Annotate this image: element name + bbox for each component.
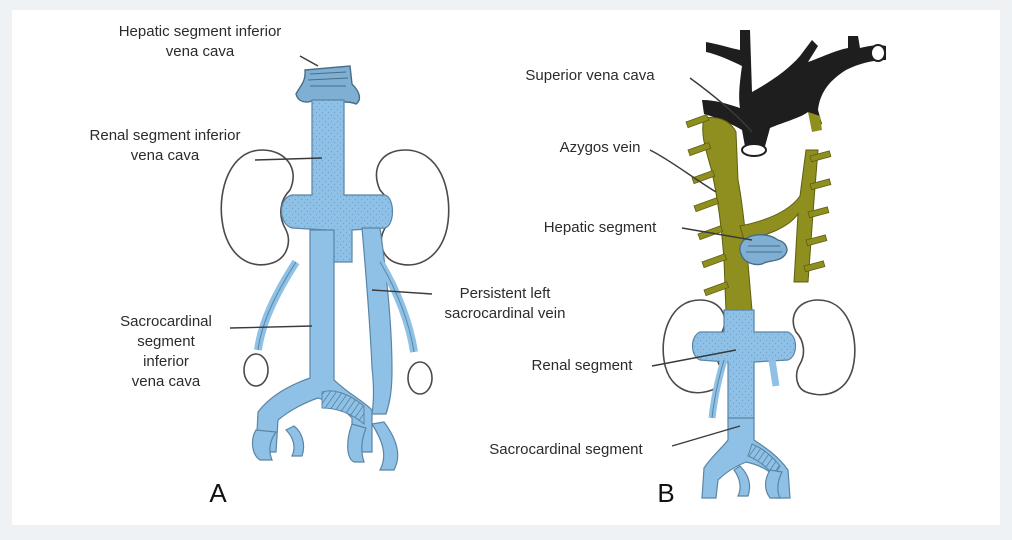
label-renal-line1: Renal segment inferior <box>90 127 241 144</box>
panel-a-letter: A <box>209 478 227 508</box>
right-kidney-b <box>793 300 855 395</box>
label-azygos: Azygos vein <box>560 139 641 156</box>
label-sacro-line1: Sacrocardinal <box>120 313 212 330</box>
iliac-mid-b <box>734 466 750 496</box>
gonad-right-a <box>408 362 432 394</box>
leader-azygos-b <box>650 150 716 192</box>
svc-opening-b <box>742 144 766 156</box>
label-sacro-line4: vena cava <box>132 373 201 390</box>
gonadal-vein-right-b <box>772 360 776 386</box>
leader-hepatic-a <box>300 56 318 66</box>
label-persistent-line2: sacrocardinal vein <box>445 305 566 322</box>
label-renal-segment-b: Renal segment <box>532 357 634 374</box>
panel-b-letter: B <box>657 478 674 508</box>
azygos-arch-branch-b <box>808 112 822 132</box>
label-sacro-line2: segment <box>137 333 195 350</box>
gonad-left-a <box>244 354 268 386</box>
label-sacrocardinal-segment-b: Sacrocardinal segment <box>489 441 643 458</box>
label-persistent-line1: Persistent left <box>460 285 552 302</box>
gonadal-vein-left-a <box>258 262 296 350</box>
label-renal-line2: vena cava <box>131 147 200 164</box>
hepatic-segment-a <box>296 66 359 104</box>
panel-b: Superior vena cava Azygos vein Hepatic s… <box>489 30 886 508</box>
label-sacro-line3: inferior <box>143 353 189 370</box>
leader-sacro-a <box>230 326 312 328</box>
label-hepatic-line1: Hepatic segment inferior <box>119 23 282 40</box>
iliac-right2-a <box>372 422 398 470</box>
panel-a: Hepatic segment inferior vena cava Renal… <box>90 23 566 508</box>
label-hepatic-segment-b: Hepatic segment <box>544 219 657 236</box>
anastomosis-a <box>322 391 364 424</box>
label-svc: Superior vena cava <box>525 67 655 84</box>
label-hepatic-line2: vena cava <box>166 43 235 60</box>
iliac-mid-a <box>286 426 304 456</box>
